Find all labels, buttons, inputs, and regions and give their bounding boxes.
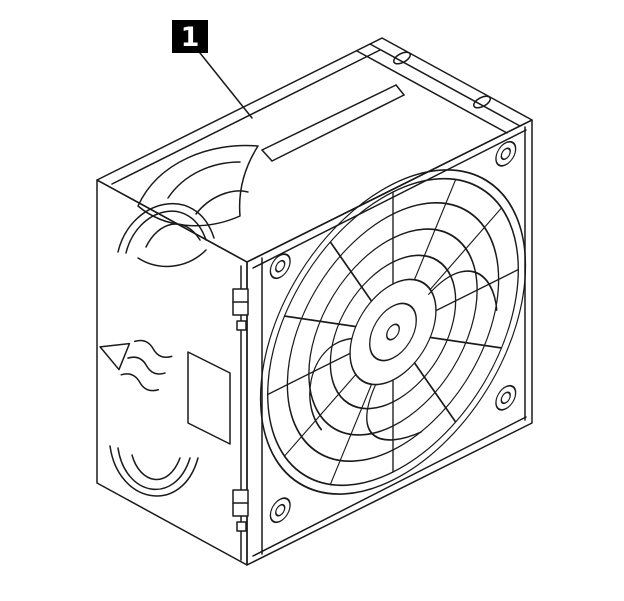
left-face-details [99, 202, 249, 532]
callout-box [172, 20, 208, 53]
top-rail-outer-line [369, 43, 521, 127]
top-screw-hole [393, 51, 411, 65]
grille-center [386, 323, 400, 341]
airflow-arrow-icon [99, 339, 173, 392]
frame-top-inset-edge [252, 129, 527, 269]
frame-bottom-inset-edge [252, 416, 527, 557]
top-left-inset-line [111, 49, 381, 185]
fan-cable-handle [261, 84, 405, 162]
fan-assembly [96, 37, 533, 566]
latch-nub-lower [236, 521, 247, 532]
grille-spokes [267, 178, 519, 486]
housing-right-face [246, 119, 533, 566]
label-sticker [187, 351, 231, 445]
grille-outer-rim [259, 169, 527, 495]
housing-outline [96, 37, 533, 566]
latch-clips [232, 288, 249, 532]
grille-hub [369, 302, 417, 362]
frame-corner-holes [269, 140, 517, 524]
callout-label: 1 [181, 22, 200, 53]
top-screw-hole [473, 95, 491, 109]
grille-ring [267, 177, 519, 487]
callout-leader-line [199, 52, 253, 119]
top-rail-inner-line [356, 50, 508, 134]
fan-blades [309, 270, 498, 441]
top-cutout [117, 202, 215, 268]
callout-1: 1 [172, 20, 208, 53]
latch-nub-upper [236, 320, 247, 331]
bottom-cutout [109, 445, 199, 497]
fan-grille [259, 140, 527, 524]
